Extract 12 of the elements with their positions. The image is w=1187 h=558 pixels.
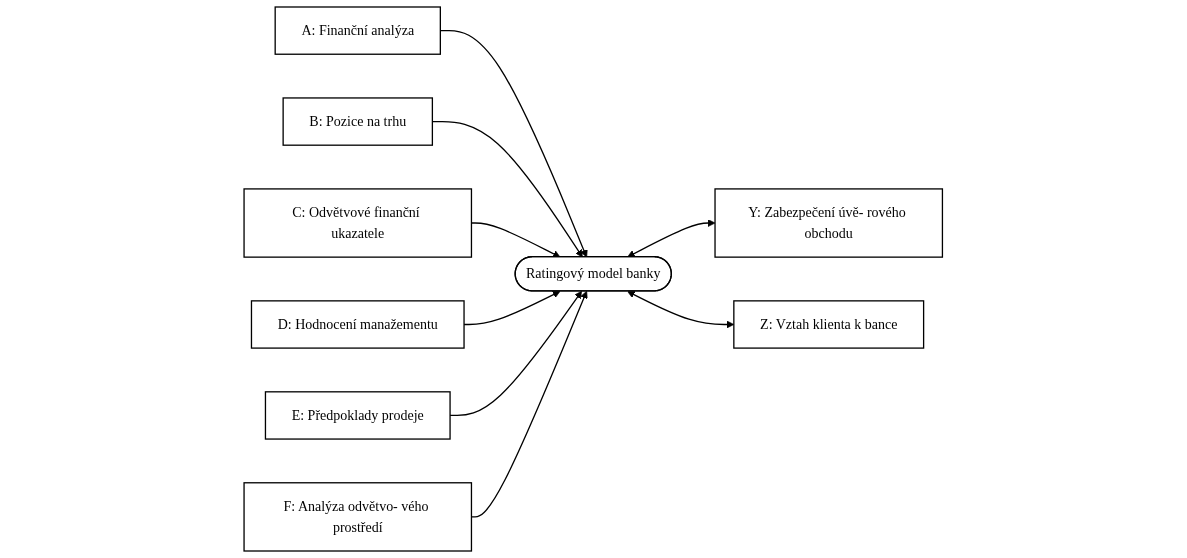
node-box: Y: Zabezpečení úvě- rového obchodu <box>714 188 944 258</box>
node-box: E: Předpoklady prodeje <box>265 391 451 440</box>
arrow <box>627 219 716 258</box>
node-box: A: Finanční analýza <box>274 6 442 55</box>
node-box: Z: Vztah klienta k bance <box>733 300 925 349</box>
node-box: B: Pozice na trhu <box>282 97 434 146</box>
arrow <box>627 291 735 329</box>
node-box: F: Analýza odvětvo- vého prostředí <box>243 482 473 552</box>
arrow <box>471 222 561 258</box>
node-box: D: Hodnocení manažementu <box>251 300 465 349</box>
arrow <box>471 290 588 518</box>
node-box: C: Odvětvové finanční ukazatele <box>243 188 473 258</box>
